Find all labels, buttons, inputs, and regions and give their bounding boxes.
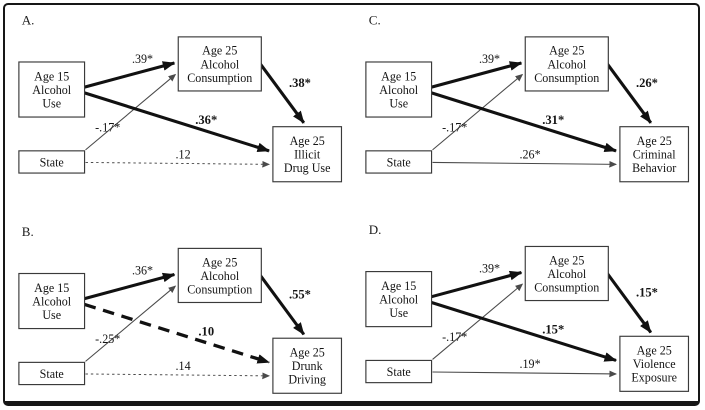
coefficient-mediator-to-outcome: .15* — [635, 286, 657, 300]
path-covariate-to-mediator — [85, 73, 177, 151]
predictor-box — [18, 61, 86, 118]
panel-letter: B. — [22, 224, 34, 239]
coefficient-covariate-to-mediator: -.17* — [442, 330, 467, 344]
path-predictor-to-mediator — [430, 270, 522, 299]
coefficient-mediator-to-outcome: .26* — [635, 76, 657, 90]
path-predictor-to-mediator — [84, 272, 176, 301]
coefficient-predictor-to-outcome: .15* — [542, 322, 564, 336]
mediator-box — [177, 36, 262, 92]
outcome-box — [618, 126, 689, 183]
coefficient-predictor-to-outcome: .10 — [198, 324, 214, 338]
covariate-box-label: State — [40, 367, 64, 381]
covariate-box — [18, 361, 86, 386]
path-predictor-to-mediator — [84, 61, 176, 89]
path-covariate-to-outcome — [85, 372, 271, 380]
path-predictor-to-outcome — [430, 91, 617, 153]
path-covariate-to-mediator — [431, 283, 523, 360]
coefficient-predictor-to-mediator: .39* — [132, 52, 153, 66]
path-covariate-to-outcome — [85, 160, 271, 168]
path-predictor-to-outcome — [84, 302, 270, 364]
path-covariate-to-mediator — [431, 73, 523, 151]
coefficient-covariate-to-outcome: .12 — [176, 148, 191, 162]
coefficient-covariate-to-mediator: -.17* — [442, 121, 467, 135]
coefficient-mediator-to-outcome: .38* — [289, 76, 311, 90]
path-mediator-to-outcome — [605, 62, 652, 124]
covariate-box — [364, 359, 432, 384]
path-mediator-to-outcome — [605, 272, 652, 334]
path-covariate-to-outcome — [432, 370, 617, 378]
coefficient-predictor-to-mediator: .39* — [478, 262, 499, 276]
covariate-box-label: State — [386, 365, 410, 379]
mediator-box — [524, 36, 609, 92]
path-covariate-to-mediator — [85, 285, 177, 362]
predictor-box — [18, 272, 86, 330]
covariate-box — [364, 150, 432, 174]
coefficient-predictor-to-outcome: .31* — [542, 113, 564, 127]
outcome-box — [272, 126, 343, 183]
path-mediator-to-outcome — [259, 62, 306, 124]
coefficient-covariate-to-outcome: .14 — [176, 359, 191, 373]
predictor-box — [364, 61, 432, 118]
outcome-box — [272, 337, 343, 394]
coefficient-covariate-to-outcome: .19* — [519, 357, 540, 371]
coefficient-predictor-to-mediator: .39* — [478, 52, 499, 66]
panel-letter: D. — [368, 222, 381, 237]
path-covariate-to-outcome — [432, 160, 617, 168]
predictor-box — [364, 270, 432, 328]
mediator-box — [524, 245, 609, 302]
outcome-box — [618, 335, 689, 392]
coefficient-predictor-to-outcome: .36* — [195, 113, 217, 127]
mediator-box — [177, 247, 262, 304]
covariate-box-label: State — [386, 155, 410, 169]
path-predictor-to-outcome — [430, 301, 617, 362]
path-predictor-to-outcome — [84, 91, 270, 153]
covariate-box-label: State — [40, 155, 64, 169]
coefficient-predictor-to-mediator: .36* — [132, 263, 153, 277]
path-predictor-to-mediator — [430, 61, 522, 89]
panel-letter: C. — [368, 12, 380, 27]
panel-letter: A. — [22, 12, 35, 27]
coefficient-mediator-to-outcome: .55* — [289, 288, 311, 302]
coefficient-covariate-to-outcome: .26* — [519, 148, 540, 162]
coefficient-covariate-to-mediator: -.25* — [95, 332, 120, 346]
covariate-box — [18, 150, 86, 174]
path-mediator-to-outcome — [259, 274, 306, 336]
coefficient-covariate-to-mediator: -.17* — [95, 121, 120, 135]
